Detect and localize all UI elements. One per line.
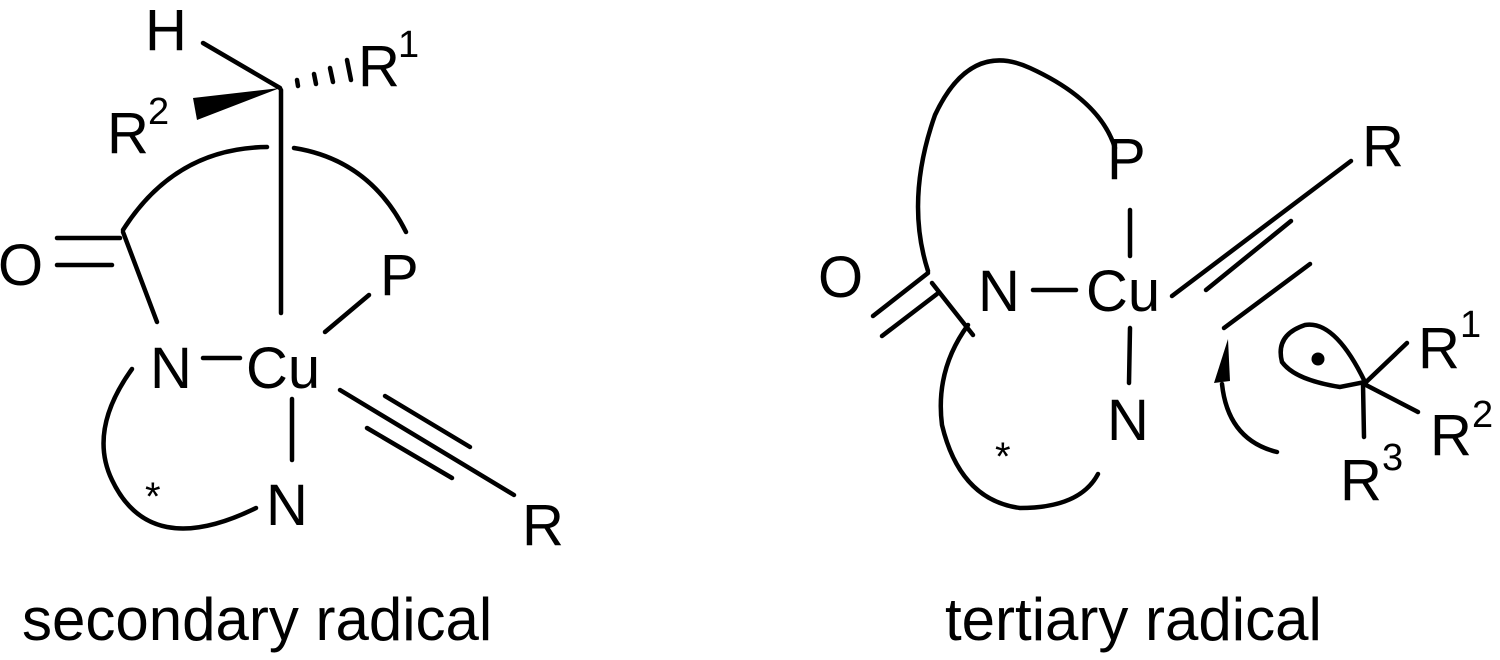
alkyne-bond-bottom <box>364 425 455 481</box>
caption-secondary-radical: secondary radical <box>22 586 492 653</box>
c-r1-bond <box>1361 340 1410 387</box>
backbone-arc-left <box>120 144 270 233</box>
c-r3-bond <box>1360 381 1367 440</box>
c-r2-bond <box>1361 381 1421 415</box>
alkyne-bond-bottom <box>1221 261 1313 331</box>
arrow-head-icon <box>1214 339 1230 383</box>
radical-orbital-lobe <box>1278 322 1369 390</box>
carbonyl-bond-1 <box>870 270 931 319</box>
chiral-asterisk: * <box>145 475 161 519</box>
atom-r2-superscript: 2 <box>1472 394 1493 436</box>
atom-r1: R <box>1418 316 1460 381</box>
atom-r1: R <box>358 34 400 99</box>
h-c-bond <box>200 40 283 91</box>
radical-attack-arrow <box>1219 381 1280 455</box>
alkyne-bond-center <box>1169 158 1354 299</box>
cu-p-bond <box>322 292 372 335</box>
backbone-arc-lower <box>938 322 1101 511</box>
atom-n-amide: N <box>978 259 1020 324</box>
atom-cu: Cu <box>246 336 320 401</box>
atom-r1-superscript: 1 <box>398 24 419 66</box>
radical-dot-icon <box>1311 352 1325 366</box>
atom-r1-superscript: 1 <box>1460 304 1481 346</box>
backbone-arc-lower <box>101 366 259 531</box>
atom-n-amide: N <box>150 336 192 401</box>
atom-p: P <box>1107 127 1146 192</box>
alkyne-bond-center <box>337 387 517 498</box>
tertiary-radical-structure: O N Cu P N R R 1 R 2 R 3 * <box>818 58 1493 513</box>
alkyne-bond-top <box>382 393 473 450</box>
secondary-radical-structure: H R 1 R 2 O N Cu P N R * <box>0 0 564 558</box>
atom-r2: R <box>1430 403 1472 468</box>
backbone-arc-upper <box>915 58 1118 274</box>
atom-r-alkyne: R <box>522 493 564 558</box>
atom-p: P <box>380 243 419 308</box>
atom-r3-superscript: 3 <box>1382 437 1403 479</box>
atom-h: H <box>145 0 187 63</box>
atom-r3: R <box>1340 448 1382 513</box>
atom-n-ligand: N <box>266 473 308 538</box>
solid-wedge-bond <box>193 88 280 120</box>
caption-tertiary-radical: tertiary radical <box>945 586 1322 653</box>
c-n-bond <box>120 229 160 325</box>
hashed-wedge-bond <box>294 57 354 89</box>
chiral-asterisk: * <box>995 435 1011 479</box>
atom-r-alkyne: R <box>1362 114 1404 179</box>
backbone-arc-right <box>291 145 409 235</box>
atom-r2: R <box>107 101 149 166</box>
atom-r2-superscript: 2 <box>148 91 169 133</box>
cu-n-bond <box>1126 325 1133 386</box>
atom-o: O <box>818 245 863 310</box>
atom-cu: Cu <box>1086 259 1160 324</box>
atom-n-ligand: N <box>1107 388 1149 453</box>
carbonyl-bond-2 <box>879 291 940 339</box>
atom-o: O <box>0 233 43 298</box>
alkyne-bond-top <box>1203 218 1294 293</box>
